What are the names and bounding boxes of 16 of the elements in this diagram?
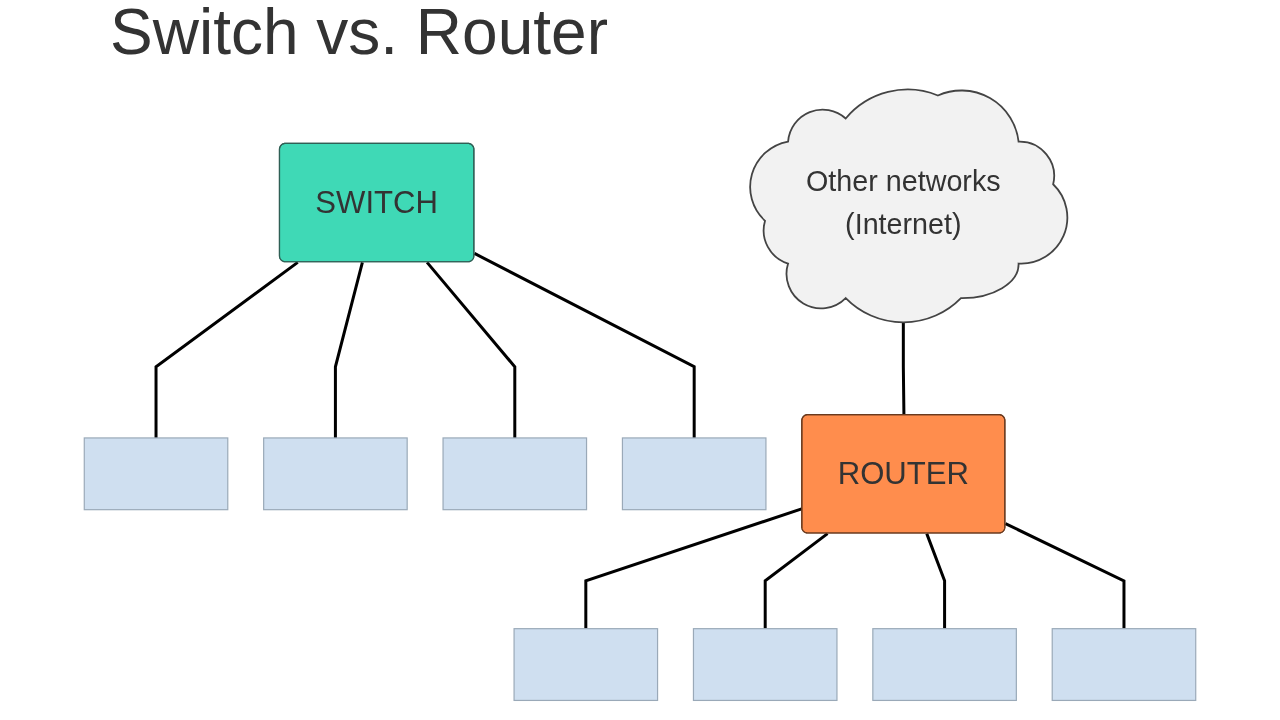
title: Switch vs. Router [110, 0, 608, 64]
node-box [692, 628, 838, 702]
node-box [263, 437, 408, 511]
connector [763, 532, 829, 629]
node-box [621, 437, 767, 511]
node-box [83, 437, 229, 511]
node-box [872, 628, 1017, 702]
node-box [1051, 628, 1197, 702]
node-box [442, 437, 588, 511]
connector [425, 261, 517, 438]
node-box [513, 628, 659, 702]
connector [154, 261, 299, 438]
connector [473, 252, 696, 438]
connector [333, 261, 364, 438]
connector [925, 533, 947, 629]
connector [1004, 522, 1126, 629]
